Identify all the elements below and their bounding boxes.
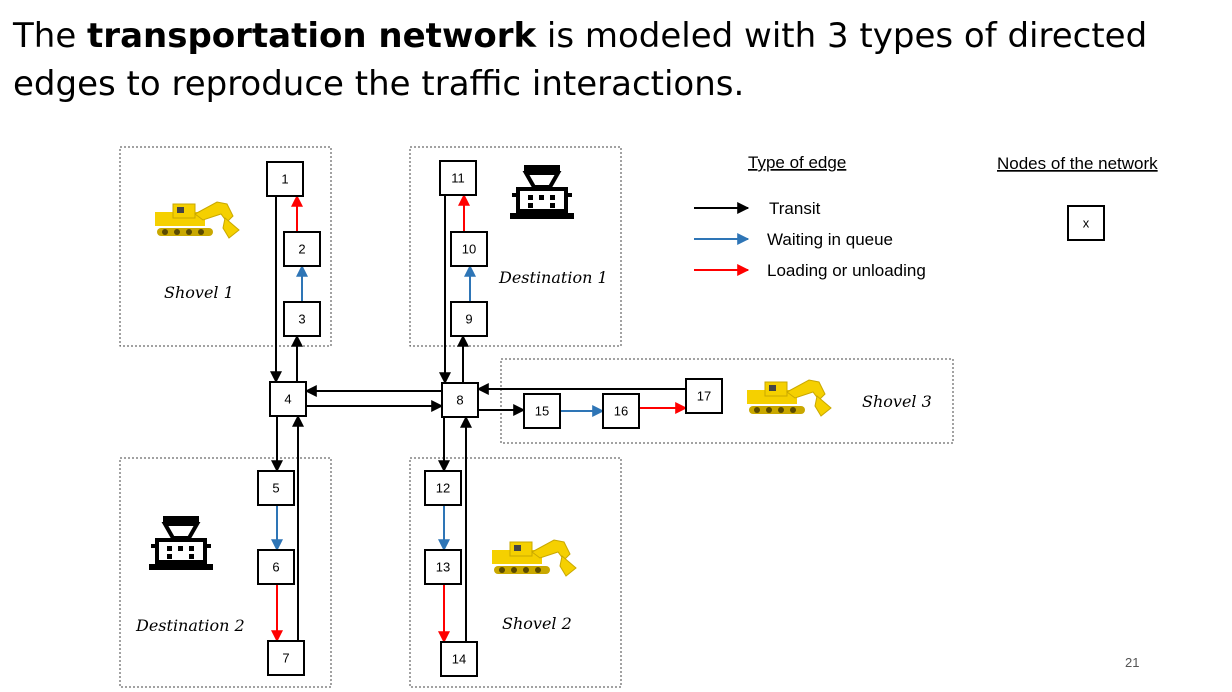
edges-layer bbox=[270, 193, 688, 644]
node-12: 12 bbox=[424, 470, 462, 506]
destination-2-label: Destination 2 bbox=[135, 616, 245, 635]
title-bold: transportation network bbox=[87, 16, 537, 56]
edge-legend-header: Type of edge bbox=[748, 153, 846, 172]
node-17: 17 bbox=[685, 378, 723, 414]
node-label: 17 bbox=[697, 389, 711, 404]
node-label: 14 bbox=[452, 652, 466, 667]
shovel-1-excavator-icon bbox=[154, 201, 240, 239]
node-1: 1 bbox=[266, 161, 304, 197]
region-destination-2 bbox=[119, 457, 332, 688]
node-label: 15 bbox=[535, 404, 549, 419]
node-legend-example: x bbox=[1067, 205, 1105, 241]
node-label: 10 bbox=[462, 242, 476, 257]
node-label: 7 bbox=[282, 651, 289, 666]
node-5: 5 bbox=[257, 470, 295, 506]
node-10: 10 bbox=[450, 231, 488, 267]
node-label: 9 bbox=[465, 312, 472, 327]
node-label: 6 bbox=[272, 560, 279, 575]
slide-title: The transportation network is modeled wi… bbox=[13, 12, 1223, 108]
shovel-3-excavator-icon bbox=[746, 379, 832, 417]
node-label: 12 bbox=[436, 481, 450, 496]
node-6: 6 bbox=[257, 549, 295, 585]
node-11: 11 bbox=[439, 160, 477, 196]
region-shovel-1 bbox=[119, 146, 332, 347]
node-14: 14 bbox=[440, 641, 478, 677]
node-16: 16 bbox=[602, 393, 640, 429]
node-label: 13 bbox=[436, 560, 450, 575]
node-3: 3 bbox=[283, 301, 321, 337]
region-shovel-2 bbox=[409, 457, 622, 688]
node-label: 3 bbox=[298, 312, 305, 327]
node-label: 2 bbox=[298, 242, 305, 257]
shovel-3-label: Shovel 3 bbox=[862, 392, 932, 411]
region-destination-1 bbox=[409, 146, 622, 347]
destination-2-crusher-icon bbox=[147, 514, 215, 572]
shovel-2-label: Shovel 2 bbox=[502, 614, 572, 633]
node-9: 9 bbox=[450, 301, 488, 337]
node-legend-example-label: x bbox=[1083, 216, 1090, 231]
title-prefix: The bbox=[13, 16, 88, 56]
node-label: 11 bbox=[451, 171, 465, 186]
shovel-1-label: Shovel 1 bbox=[164, 283, 234, 302]
node-13: 13 bbox=[424, 549, 462, 585]
node-7: 7 bbox=[267, 640, 305, 676]
node-label: 1 bbox=[281, 172, 288, 187]
node-8: 8 bbox=[441, 382, 479, 418]
node-4: 4 bbox=[269, 381, 307, 417]
node-label: 8 bbox=[456, 393, 463, 408]
node-label: 4 bbox=[284, 392, 291, 407]
legend-loading-label: Loading or unloading bbox=[767, 261, 926, 280]
region-shovel-3 bbox=[500, 358, 954, 444]
legend-queue-label: Waiting in queue bbox=[767, 230, 893, 249]
destination-1-crusher-icon bbox=[508, 163, 576, 221]
node-2: 2 bbox=[283, 231, 321, 267]
shovel-2-excavator-icon bbox=[491, 539, 577, 577]
node-label: 16 bbox=[614, 404, 628, 419]
title-suffix: is modeled with 3 types of directed edge… bbox=[13, 16, 1148, 104]
legend-transit-label: Transit bbox=[769, 199, 821, 218]
node-legend-header: Nodes of the network bbox=[997, 154, 1158, 173]
page-number: 21 bbox=[1125, 655, 1139, 670]
node-15: 15 bbox=[523, 393, 561, 429]
node-label: 5 bbox=[272, 481, 279, 496]
destination-1-label: Destination 1 bbox=[498, 268, 608, 287]
